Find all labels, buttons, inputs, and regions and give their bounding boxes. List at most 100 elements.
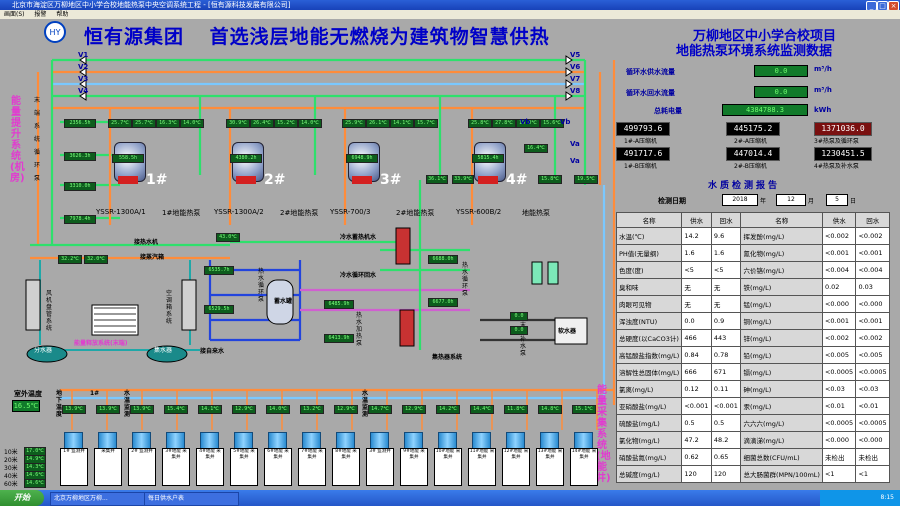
well-label: 2# 监测井	[128, 448, 156, 486]
table-cell-name: 氯化物(mg/L)	[615, 431, 683, 449]
table-cell-value: <5	[710, 261, 742, 279]
report-month-unit: 月	[808, 198, 815, 205]
valve-v3: V3	[78, 75, 89, 83]
table-cell-value: <0.002	[855, 329, 890, 347]
table-cell-value: 48.2	[710, 431, 742, 449]
heat-pump-hours: 6948.9h	[346, 154, 378, 163]
hot-water-circ-label: 热水循环泵	[258, 268, 265, 303]
depth-label: 40米	[4, 473, 18, 480]
return-flow-unit: m³/h	[814, 86, 832, 94]
table-cell-value: 14.2	[681, 227, 712, 245]
temp-d: 19.5℃	[574, 175, 598, 184]
table-cell-value: <0.001	[821, 312, 857, 330]
pump-2-hours: 3626.3h	[64, 152, 96, 161]
table-cell-value: <5	[681, 261, 712, 279]
table-cell-name: 六六六(mg/L)	[740, 414, 823, 432]
table-cell-value: <0.004	[821, 261, 857, 279]
heatpump-4-label: 4#热泵及补水泵	[814, 163, 859, 170]
well-title: 1#	[90, 390, 100, 397]
table-cell-value: <0.002	[821, 227, 857, 245]
compressor-2a-label: 2#-A压缩机	[734, 138, 767, 145]
window-titlebar: 北京市海淀区万柳地区中小学合校地能热泵中央空调系统工程 - [恒有源科技发展有限…	[0, 0, 900, 10]
menu-item-screen[interactable]: 画面(S)	[4, 11, 25, 18]
table-cell-value: <0.01	[821, 397, 857, 415]
table-cell-name: 铅(mg/L)	[740, 346, 823, 364]
table-cell-value: <0.000	[855, 295, 890, 313]
task-button-2[interactable]: 每日供水户表	[144, 492, 239, 506]
well-temp: 13.9℃	[96, 405, 120, 414]
heat-pump-name: 2#地能热泵	[396, 209, 435, 217]
table-cell-value: 671	[710, 363, 742, 381]
terminal-temp-1: 32.2℃	[58, 255, 82, 264]
table-cell-value: 0.02	[821, 278, 857, 296]
temp-g: 0.0	[510, 312, 528, 321]
heat-pump-model: YSSR-700/3	[330, 208, 371, 216]
clock: 8:15	[880, 494, 894, 501]
compressor-2a-value: 445175.2	[726, 122, 780, 136]
menu-item-help[interactable]: 帮助	[56, 11, 69, 18]
table-cell-name: 总碱度(mg/L)	[615, 465, 683, 483]
well-temp: 13.9℃	[130, 405, 154, 414]
report-date-label: 检测日期	[658, 197, 686, 205]
mid-pump-3-hours: 6677.0h	[428, 298, 458, 307]
depth-label: 30米	[4, 465, 18, 472]
window-title: 北京市海淀区万柳地区中小学合校地能热泵中央空调系统工程 - [恒有源科技发展有限…	[12, 1, 291, 9]
well-temp: 12.9℃	[334, 405, 358, 414]
well-label: 8#地能 采集井	[332, 448, 360, 486]
heat-pump-temp: 25.9℃	[342, 119, 366, 128]
table-cell-value: <0.005	[855, 346, 890, 364]
table-cell-name: 氯离(mg/L)	[615, 380, 683, 398]
hot-pump-1-hours: 6535.7h	[204, 266, 234, 275]
table-cell-value: 0.12	[681, 380, 712, 398]
table-cell-value: 1.6	[710, 244, 742, 262]
hot-water-tap-label: 接热水机	[134, 239, 159, 246]
table-cell-value: 0.5	[681, 414, 712, 432]
depth-label: 10米	[4, 449, 18, 456]
mid-pump-4-hours: 6688.0h	[428, 255, 458, 264]
well-title: 水温监测	[124, 390, 131, 418]
well-label: 7#地能 采集井	[298, 448, 326, 486]
start-button[interactable]: 开始	[0, 490, 44, 506]
table-cell-value: 0.78	[710, 346, 742, 364]
well-temp: 13.9℃	[62, 405, 86, 414]
task-button-1[interactable]: 北京万柳地区万柳...	[50, 492, 145, 506]
table-cell-value: 47.2	[681, 431, 712, 449]
table-cell-value: 0.9	[710, 312, 742, 330]
well-label: 6#地能 采集井	[264, 448, 292, 486]
table-cell-name: 六价铬(mg/L)	[740, 261, 823, 279]
heat-pump-number: 2#	[264, 172, 286, 188]
well-label: 9#地能 采集井	[400, 448, 428, 486]
well-label: 5#地能 采集井	[230, 448, 258, 486]
heat-pump-temp: 26.1℃	[366, 119, 390, 128]
table-cell-name: 臭和味	[615, 278, 683, 296]
header-name-2: 名称	[740, 212, 823, 228]
table-cell-value: <0.0005	[855, 414, 890, 432]
heat-pump-number: 1#	[146, 172, 168, 188]
menu-item-alarm[interactable]: 报警	[34, 11, 47, 18]
project-title-line2: 地能热泵环境系统监测数据	[676, 44, 833, 59]
valve-v4: V4	[78, 87, 89, 95]
valve-v5: V5	[570, 51, 581, 59]
table-cell-name: 浑浊度(NTU)	[615, 312, 683, 330]
heat-pump-hours: 4380.2h	[230, 154, 262, 163]
table-cell-value: <0.01	[855, 397, 890, 415]
heat-pump-temp: 25.7℃	[108, 119, 132, 128]
compressor-1b-label: 1#-B压缩机	[624, 163, 657, 170]
table-cell-value: <0.0005	[821, 414, 857, 432]
temp-f: 16.4℃	[524, 144, 548, 153]
well-title: 地下温度	[56, 390, 63, 418]
well-temp: 15.4℃	[164, 405, 188, 414]
air-handler-label: 空调箱系统	[166, 290, 173, 325]
table-cell-value: 未检出	[855, 448, 890, 466]
report-year-unit: 年	[760, 198, 767, 205]
compressor-1a-value: 499793.6	[616, 122, 670, 136]
valve-v2: V2	[78, 63, 89, 71]
table-cell-value: 0.65	[710, 448, 742, 466]
return-flow-label: 循环水回水流量	[626, 89, 675, 97]
table-cell-value: <0.03	[821, 380, 857, 398]
table-cell-name: 硝酸盐氮(mg/L)	[615, 448, 683, 466]
